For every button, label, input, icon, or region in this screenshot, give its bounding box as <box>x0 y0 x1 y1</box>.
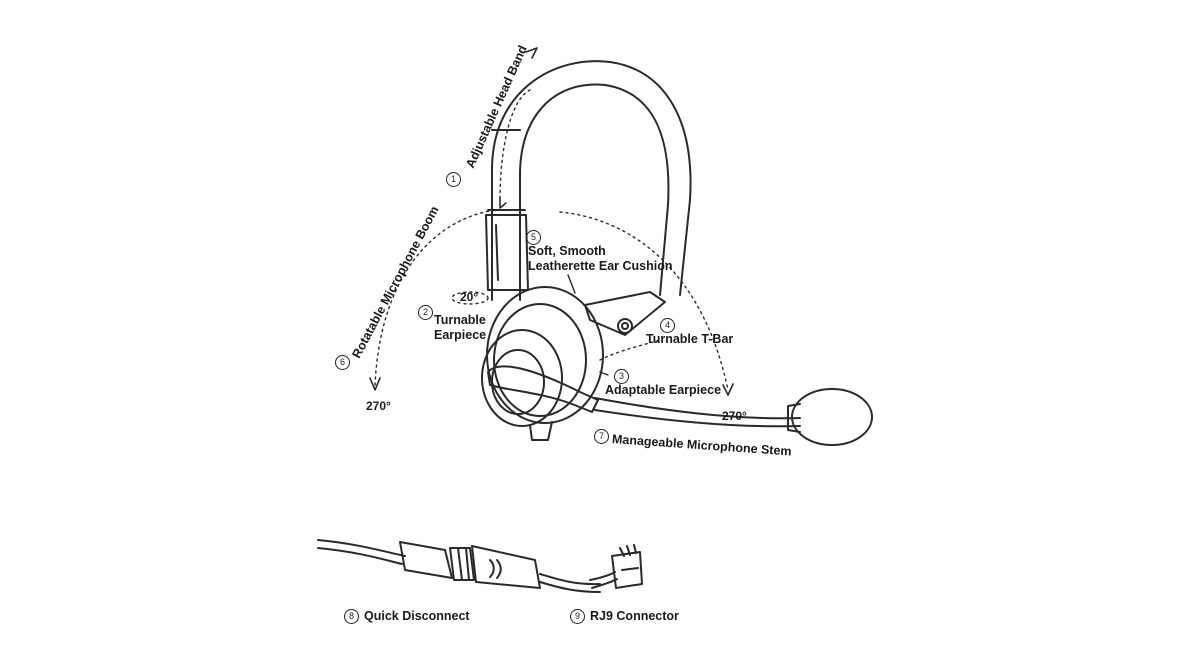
label-adaptable-earpiece: Adaptable Earpiece <box>605 383 722 397</box>
rotation-arcs <box>374 89 729 391</box>
label-turnable-t-bar: Turnable T-Bar <box>646 332 734 346</box>
label-ear-cushion: Soft, Smooth Leatherette Ear Cushion <box>528 244 672 274</box>
label-turnable-earpiece-line2: Earpiece <box>434 328 487 342</box>
rj9-connector-illustration <box>589 544 643 589</box>
quick-disconnect-illustration <box>317 539 601 593</box>
label-turnable-earpiece: Turnable Earpiece <box>434 313 486 343</box>
callout-number-8: 8 <box>344 609 359 624</box>
callout-number-1: 1 <box>446 172 461 187</box>
angle-label-270-right: 270° <box>722 409 747 423</box>
t-bar <box>584 291 666 336</box>
angle-label-20: 20° <box>460 290 479 304</box>
earpiece-leader-line <box>599 371 609 376</box>
microphone-boom <box>487 365 873 446</box>
label-quick-disconnect: Quick Disconnect <box>364 609 470 623</box>
label-rj9-connector: RJ9 Connector <box>590 609 679 623</box>
callout-number-4: 4 <box>660 318 675 333</box>
label-ear-cushion-line1: Soft, Smooth <box>528 244 606 258</box>
callout-number-2: 2 <box>418 305 433 320</box>
callout-number-9: 9 <box>570 609 585 624</box>
callout-number-5: 5 <box>526 230 541 245</box>
cushion-leader-line <box>567 274 576 294</box>
callout-number-7: 7 <box>594 429 609 444</box>
earpiece <box>481 329 563 441</box>
angle-label-270-left: 270° <box>366 399 391 413</box>
rotation-arrowheads <box>369 47 734 396</box>
label-ear-cushion-line2: Leatherette Ear Cushion <box>528 259 673 273</box>
callout-number-6: 6 <box>335 355 350 370</box>
label-turnable-earpiece-line1: Turnable <box>434 313 486 327</box>
callout-number-3: 3 <box>614 369 629 384</box>
